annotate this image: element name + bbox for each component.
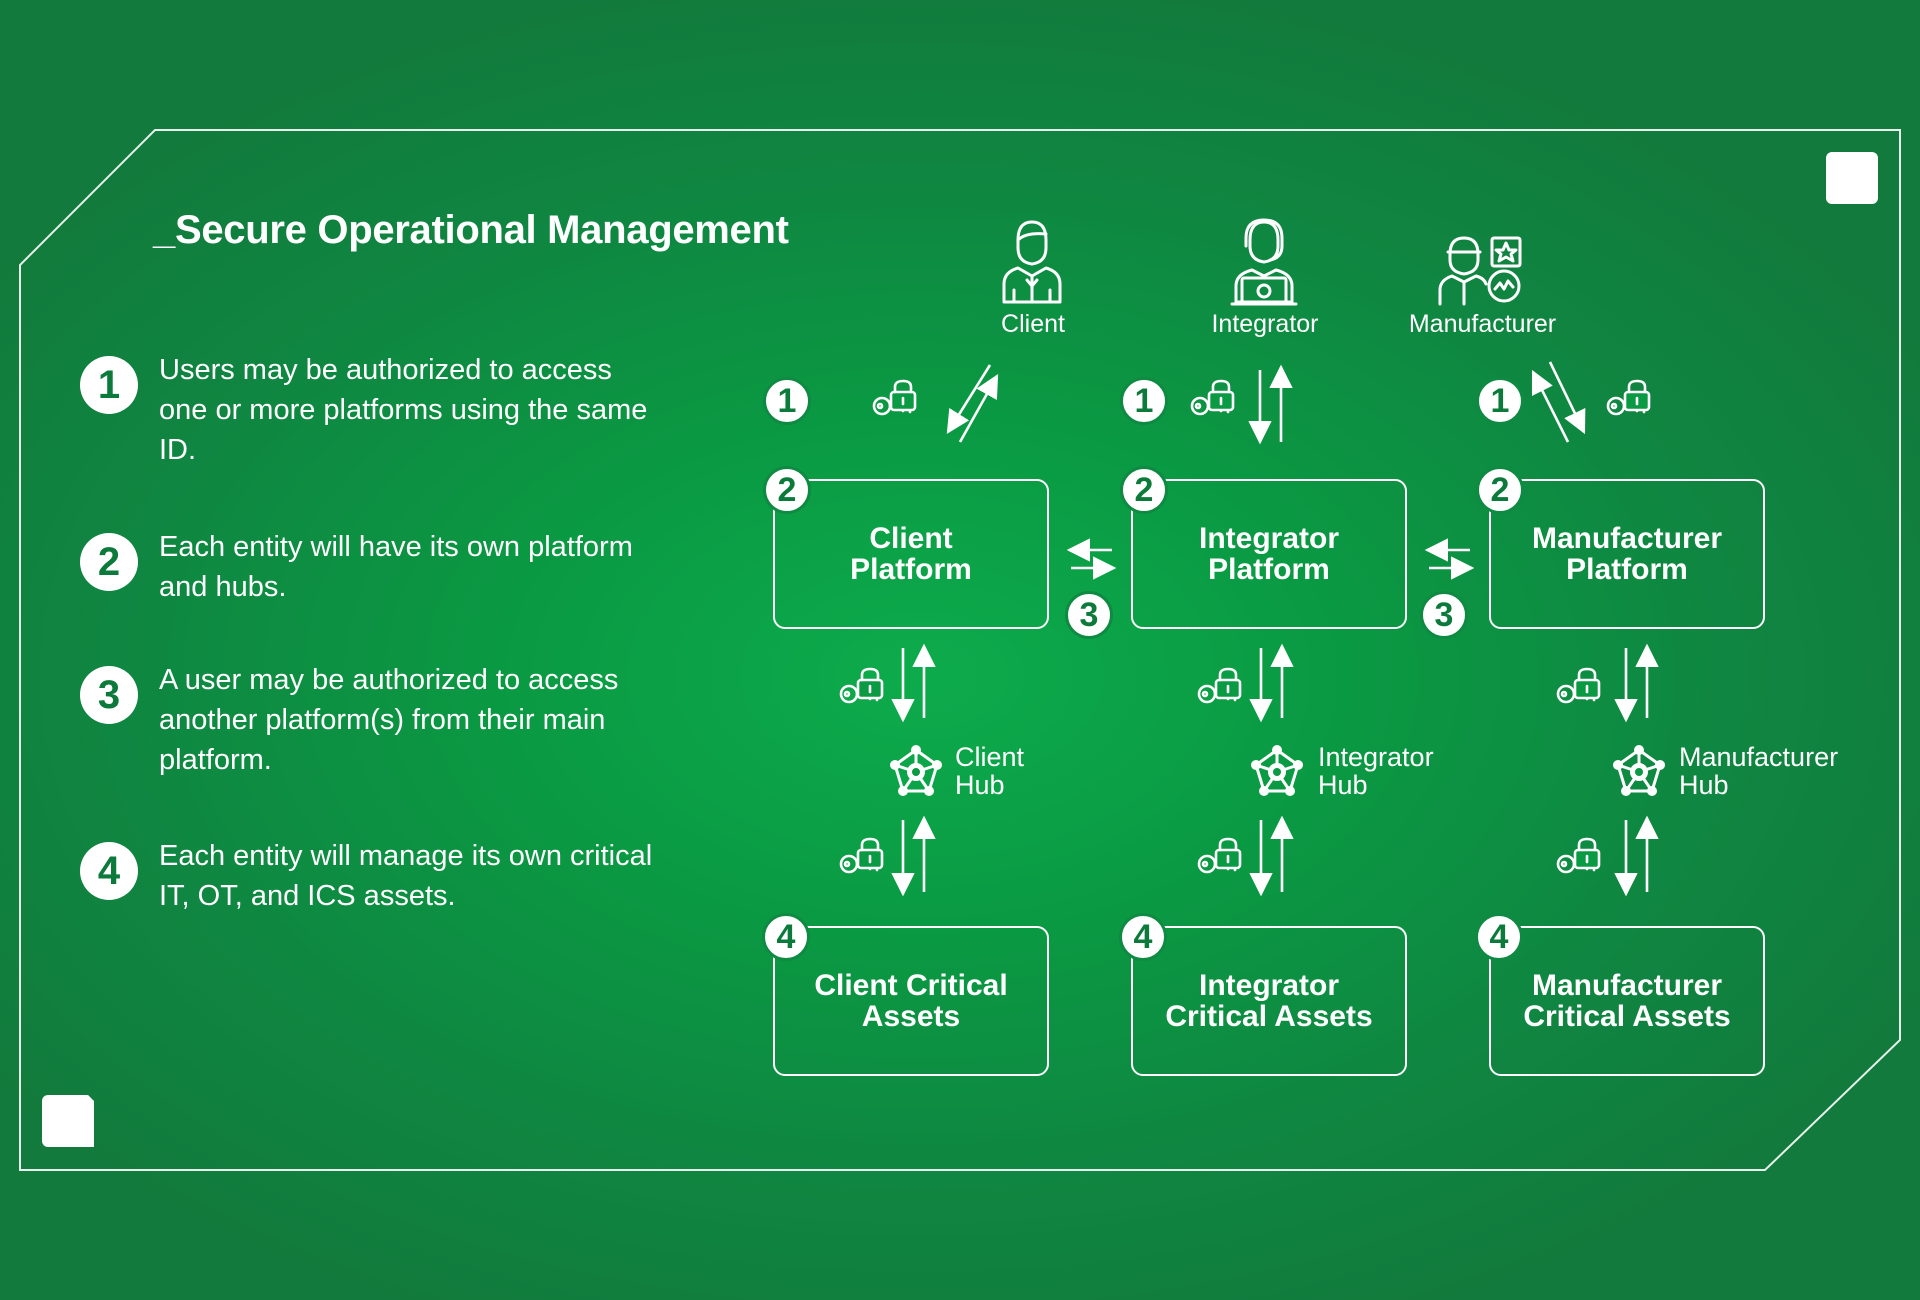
assets-box-integrator: Integrator Critical Assets [1131, 926, 1407, 1076]
step-marker-3: 3 [1420, 591, 1468, 639]
note-text: Users may be authorized to access one or… [159, 354, 648, 466]
hub-network-icon [888, 743, 944, 798]
person-icon [1002, 220, 1062, 304]
arrow-icon [958, 373, 999, 443]
step-marker-4: 4 [762, 913, 810, 961]
key-lock-icon [839, 837, 884, 874]
key-lock-icon [1606, 379, 1651, 416]
step-marker-3: 3 [1065, 591, 1113, 639]
note-text: Each entity will manage its own critical… [159, 840, 653, 912]
user-label-client: Client [1001, 310, 1065, 338]
step-marker-1: 1 [763, 377, 811, 425]
note-text: A user may be authorized to access anoth… [159, 664, 619, 776]
arrow-icon [1531, 369, 1570, 443]
user-label-integrator: Integrator [1211, 310, 1319, 338]
arrow-icon [1548, 361, 1586, 435]
hub-label-manufacturer: Manufacturer Hub [1679, 742, 1839, 800]
note-text: Each entity will have its own platform a… [159, 531, 633, 603]
corner-square-bottom-left [42, 1095, 94, 1147]
platform-box-manufacturer: Manufacturer Platform [1489, 479, 1765, 629]
hub-network-icon [1249, 743, 1305, 798]
step-marker-1: 1 [1476, 377, 1524, 425]
hub-network-icon [1611, 743, 1667, 798]
support-agent-icon [1230, 218, 1298, 306]
step-marker-4: 4 [1119, 913, 1167, 961]
assets-box-client: Client Critical Assets [773, 926, 1049, 1076]
note-number: 4 [80, 842, 138, 900]
platform-box-integrator: Integrator Platform [1131, 479, 1407, 629]
step-marker-2: 2 [1120, 466, 1168, 514]
key-lock-icon [1197, 837, 1242, 874]
key-lock-icon [872, 379, 917, 416]
step-marker-4: 4 [1475, 913, 1523, 961]
engineer-icon [1438, 236, 1522, 306]
step-marker-1: 1 [1120, 377, 1168, 425]
step-marker-2: 2 [763, 466, 811, 514]
key-lock-icon [1197, 667, 1242, 704]
page-title: _Secure Operational Management [153, 208, 789, 252]
corner-square-top-right [1826, 152, 1878, 204]
user-label-manufacturer: Manufacturer [1408, 310, 1557, 338]
assets-box-manufacturer: Manufacturer Critical Assets [1489, 926, 1765, 1076]
key-lock-icon [1190, 379, 1235, 416]
note-number: 2 [80, 533, 138, 591]
key-lock-icon [1556, 837, 1601, 874]
note-number: 3 [80, 666, 138, 724]
platform-box-client: Client Platform [773, 479, 1049, 629]
key-lock-icon [839, 667, 884, 704]
note-number: 1 [80, 356, 138, 414]
hub-label-integrator: Integrator Hub [1318, 742, 1434, 800]
key-lock-icon [1556, 667, 1601, 704]
hub-label-client: Client Hub [955, 742, 1025, 800]
step-marker-2: 2 [1476, 466, 1524, 514]
